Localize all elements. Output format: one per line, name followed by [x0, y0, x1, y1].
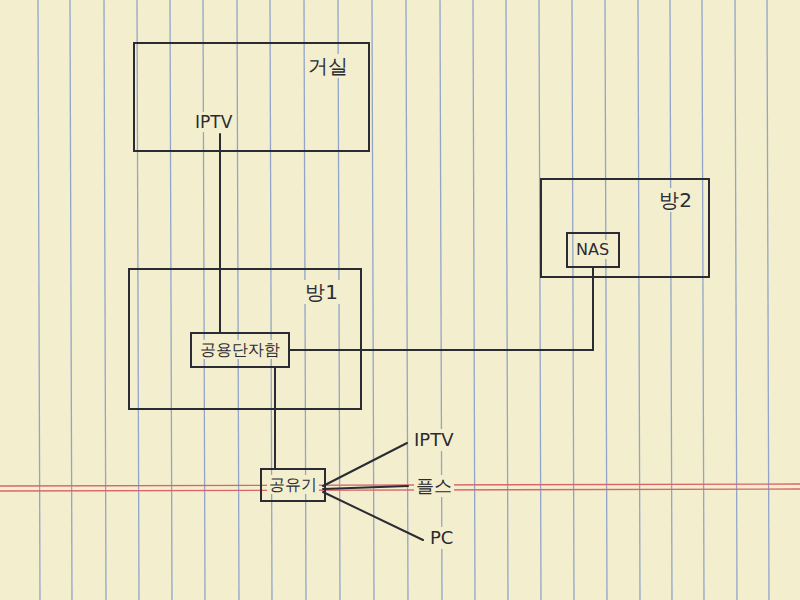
router-box: 공유기: [260, 468, 326, 502]
cable-line: [274, 368, 276, 468]
room-box: 거실 IPTV: [133, 42, 370, 152]
node-text: IPTV: [193, 112, 234, 132]
node-title: 거실: [306, 54, 350, 78]
device-label: IPTV: [412, 429, 455, 451]
room-box: 방2NAS: [540, 178, 710, 278]
cable-line: [290, 268, 593, 350]
node-title: 방2: [657, 188, 694, 212]
node-title: 공용단자함: [198, 340, 282, 359]
panel-box: 공용단자함: [190, 332, 290, 368]
room-box: 방1 공용단자함: [128, 268, 362, 410]
device-label: PC: [428, 527, 455, 549]
node-title: NAS: [574, 240, 611, 259]
device-label: 플스: [414, 475, 454, 497]
cable-line: [219, 152, 221, 332]
node-title: 방1: [303, 280, 340, 304]
device-box: NAS: [566, 232, 620, 268]
node-title: 공유기: [267, 475, 319, 494]
